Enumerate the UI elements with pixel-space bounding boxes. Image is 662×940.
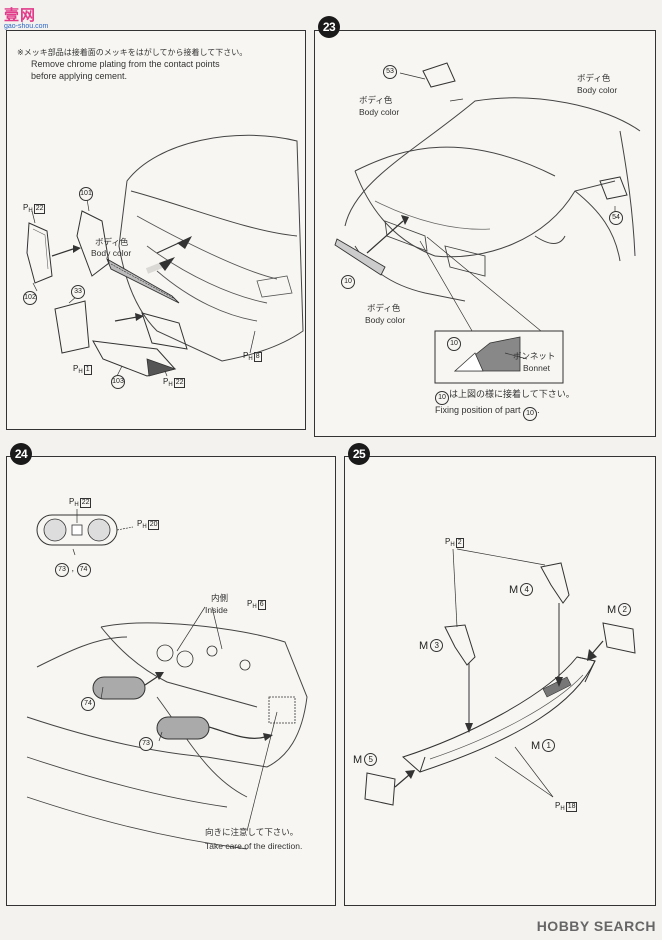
step-22-panel: ※メッキ部品は接着面のメッキをはがしてから接着して下さい。 Remove chr… xyxy=(6,30,306,430)
chrome-note-jp: ※メッキ部品は接着面のメッキをはがしてから接着して下さい。 xyxy=(17,48,248,57)
chrome-note-en-2: before applying cement. xyxy=(31,71,128,81)
bonnet-jp: ボンネット xyxy=(513,351,556,361)
front-bumper-diagram xyxy=(26,134,304,377)
part-number-74: 74 xyxy=(81,697,95,711)
part-number-102: 102 xyxy=(23,291,37,305)
direction-note-jp: 向きに注意して下さい。 xyxy=(205,827,299,837)
logo-main-text: 壹网 xyxy=(4,7,37,24)
body-color-jp-1: ボディ色 xyxy=(359,95,393,105)
step-number-23: 23 xyxy=(318,16,340,38)
part-number-33: 33 xyxy=(71,285,85,299)
rear-lights-diagram xyxy=(26,509,308,850)
inside-jp: 内側 xyxy=(211,593,229,603)
chrome-note-en-1: Remove chrome plating from the contact p… xyxy=(31,59,220,69)
direction-note-en: Take care of the direction. xyxy=(205,841,303,851)
step-23-panel: 23 53 54 10 10 ボディ色 Body color ボディ色 Body… xyxy=(314,16,656,437)
step-number-24: 24 xyxy=(10,443,32,465)
car-bonnet-diagram xyxy=(334,62,641,384)
part-number-10: 10 xyxy=(341,275,355,289)
body-color-jp-3: ボディ色 xyxy=(367,303,401,313)
fix-note-en-part-icon: 10 xyxy=(523,407,538,421)
part-number-10-detail: 10 xyxy=(447,337,461,351)
part-number-73-pair: 73 xyxy=(55,563,69,577)
parts-pair-label: 73 , 74 xyxy=(55,563,91,577)
body-color-en-2: Body color xyxy=(577,85,618,95)
part-number-101: 101 xyxy=(79,187,93,201)
body-color-jp: ボディ色 xyxy=(95,237,129,247)
body-color-en: Body color xyxy=(91,248,132,258)
step-number-25: 25 xyxy=(348,443,370,465)
site-logo[interactable]: 壹网 gao-shou.com xyxy=(4,4,66,34)
bonnet-en: Bonnet xyxy=(523,363,550,373)
part-number-74-pair: 74 xyxy=(76,563,91,577)
rear-wing-diagram xyxy=(364,548,636,806)
inside-en: Inside xyxy=(205,605,228,615)
fix-note-part-icon: 10 xyxy=(435,391,449,405)
body-color-en-3: Body color xyxy=(365,315,406,325)
part-number-53: 53 xyxy=(383,65,397,79)
hobby-search-watermark: HOBBY SEARCH xyxy=(536,918,656,934)
body-color-jp-2: ボディ色 xyxy=(577,73,611,83)
part-number-103: 103 xyxy=(111,375,125,389)
logo-sub-text: gao-shou.com xyxy=(4,23,49,30)
part-number-54: 54 xyxy=(609,211,623,225)
fix-note-en-text: Fixing position of part xyxy=(435,405,521,415)
part-number-73: 73 xyxy=(139,737,153,751)
fix-note-en: Fixing position of part 10. xyxy=(435,405,540,421)
body-color-en-1: Body color xyxy=(359,107,400,117)
fix-note-jp-text: は上図の様に接着して下さい。 xyxy=(449,389,575,399)
